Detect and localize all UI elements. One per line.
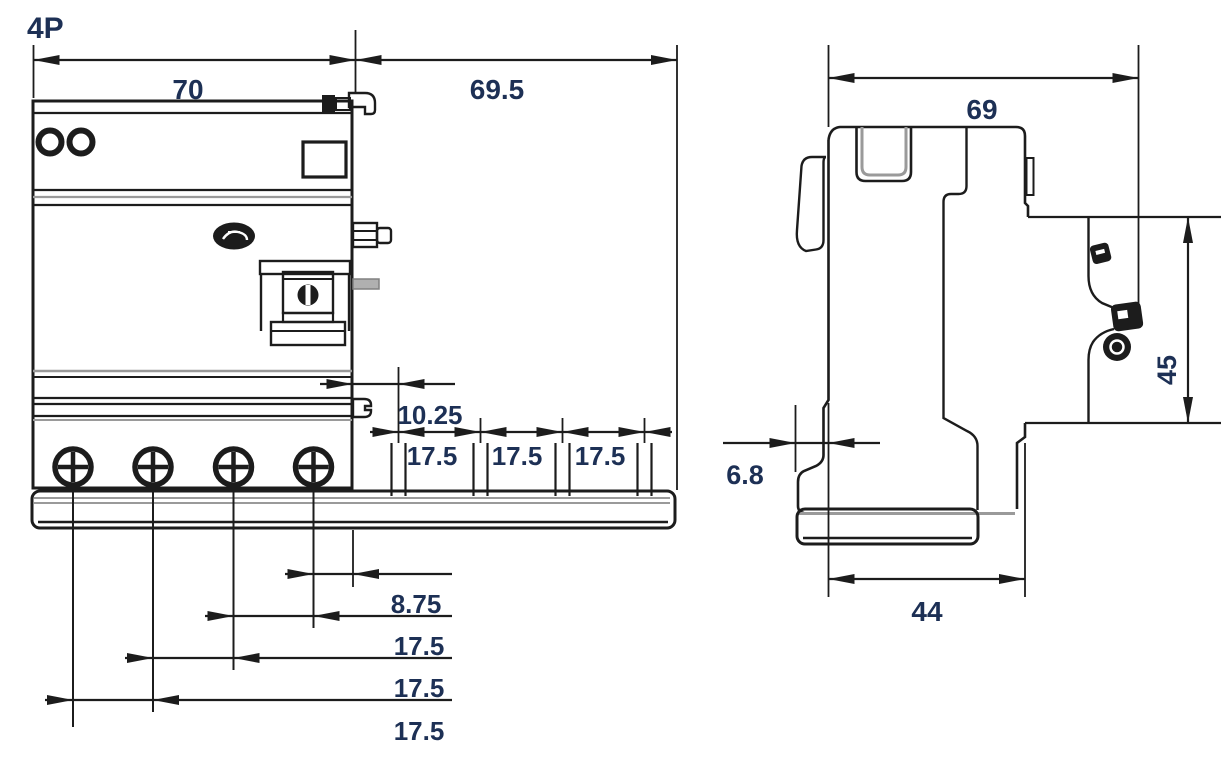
coupling-pin-bottom [351,397,373,419]
terminal-screw-icon [52,446,94,488]
coupling-pin-top [351,221,393,249]
busbar-clip-icon [322,91,377,116]
toggle-actuator [258,259,352,347]
dim-label-extension-width: 69.5 [470,74,525,105]
terminal-screws [52,446,335,488]
dim-label-front-face-height: 45 [1152,355,1182,385]
bottom-pins [390,443,653,496]
side-body-outline [796,125,1115,515]
dim-total-depth: 69 [828,73,1139,125]
front-view: 70 69.5 10.25 17.5 17.5 17.5 8.75 [30,30,678,746]
dim-label-module-width: 70 [172,74,203,105]
side-terminal-screws-icon [1089,242,1144,361]
dim-label-pin-pitch-2: 17.5 [492,441,543,471]
front-extension-lines [32,30,678,727]
dim-label-terminal-pitch-2: 17.5 [394,673,445,703]
dim-terminal-chain: 8.75 17.5 17.5 17.5 [45,569,452,746]
dim-module-width: 70 69.5 [33,55,677,105]
side-view: 69 45 6.8 44 [723,45,1221,627]
dim-label-pin-offset: 10.25 [397,400,462,430]
dim-label-total-depth: 69 [966,94,997,125]
din-clip-lever [795,155,827,253]
indicator-window [301,140,348,179]
dim-rail-clip-offset: 6.8 [723,438,880,490]
side-mounting-plate [795,507,1015,546]
dim-front-face-height: 45 [1152,217,1193,423]
terminal-screw-icon [292,446,335,488]
dim-pin-pitch: 17.5 17.5 17.5 [370,427,672,471]
dim-label-rail-clip-offset: 6.8 [726,460,764,490]
dim-pin-offset: 10.25 [320,379,463,430]
dim-body-depth: 44 [828,574,1025,627]
mounting-plate [30,489,677,530]
coupling-pin-mid [352,278,380,290]
dim-label-body-depth: 44 [911,596,943,627]
terminal-screw-icon [132,446,174,488]
dim-label-terminal-pitch-3: 17.5 [394,716,445,746]
pole-count-label: 4P [27,12,64,45]
front-body-outline [31,99,354,490]
dim-label-terminal-offset: 8.75 [391,589,442,619]
dim-label-terminal-pitch-1: 17.5 [394,631,445,661]
brand-logo-icon [213,222,255,250]
terminal-screw-icon [212,446,255,488]
dim-label-pin-pitch-1: 17.5 [407,441,458,471]
seal-screws-icon [35,127,96,157]
dim-label-pin-pitch-3: 17.5 [575,441,626,471]
